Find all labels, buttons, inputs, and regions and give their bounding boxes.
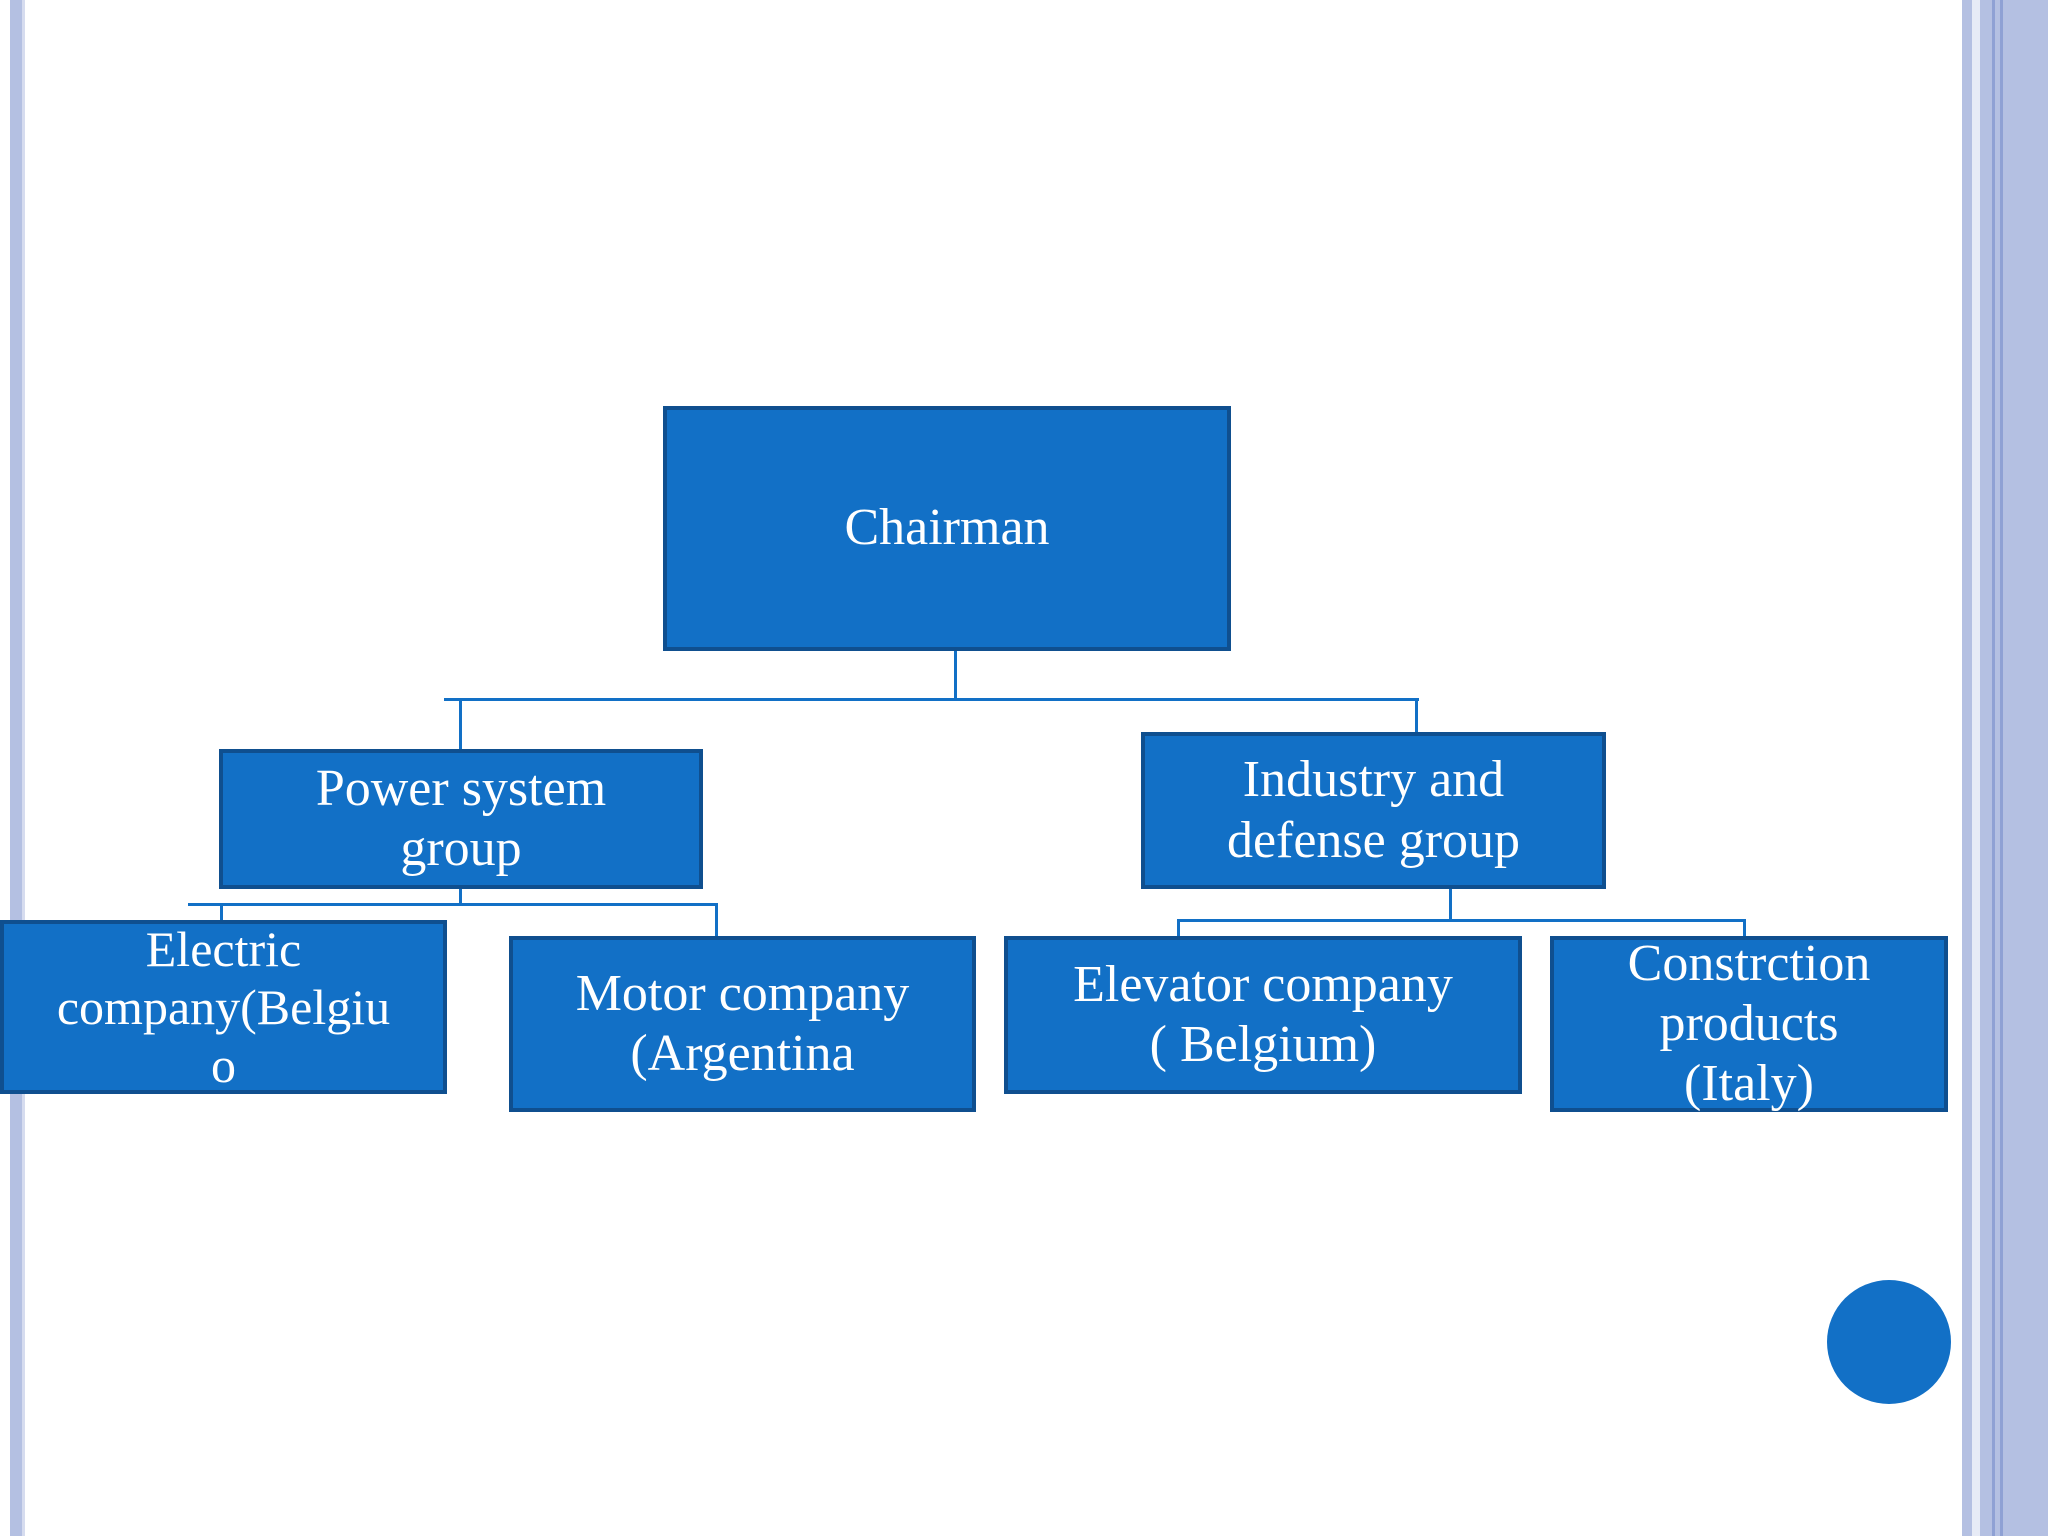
- construction-products-label: Constrction products (Italy): [1627, 934, 1871, 1113]
- left-border-line: [22, 0, 25, 1536]
- construction-products-box: Constrction products (Italy): [1550, 934, 1948, 1113]
- connector-to-electric: [220, 903, 223, 923]
- industry-defense-group-label: Industry and defense group: [1226, 751, 1521, 869]
- right-border-line-1: [1992, 0, 1995, 1536]
- connector-power-children-bar: [188, 903, 718, 906]
- electric-company-label: Electric company(Belgiu o: [56, 921, 391, 1093]
- industry-defense-group-box: Industry and defense group: [1141, 732, 1606, 889]
- right-border-stripe-main: [1980, 0, 2048, 1536]
- motor-company-label: Motor company (Argentina: [575, 964, 910, 1082]
- connector-to-power-group: [459, 698, 462, 750]
- power-system-group-box: Power system group: [219, 749, 703, 889]
- elevator-company-box: Elevator company ( Belgium): [1004, 936, 1522, 1094]
- connector-industry-children-bar: [1177, 919, 1743, 922]
- chairman-label: Chairman: [844, 499, 1050, 557]
- connector-power-group-down: [459, 887, 462, 905]
- power-system-group-label: Power system group: [315, 759, 607, 877]
- corner-dot-icon: [1827, 1280, 1951, 1404]
- motor-company-box: Motor company (Argentina: [509, 936, 976, 1112]
- chairman-box: Chairman: [663, 406, 1231, 651]
- connector-industry-group-down: [1449, 887, 1452, 921]
- right-border-gap: [1972, 0, 1980, 1536]
- electric-company-box: Electric company(Belgiu o: [0, 920, 447, 1094]
- left-border-stripe: [10, 0, 22, 1536]
- connector-groups-bar: [444, 698, 1419, 701]
- connector-to-motor: [715, 903, 718, 937]
- connector-to-construction: [1743, 919, 1746, 937]
- right-border-stripe-outer: [1962, 0, 1972, 1536]
- right-border-line-2: [2000, 0, 2003, 1536]
- elevator-company-label: Elevator company ( Belgium): [1073, 955, 1453, 1073]
